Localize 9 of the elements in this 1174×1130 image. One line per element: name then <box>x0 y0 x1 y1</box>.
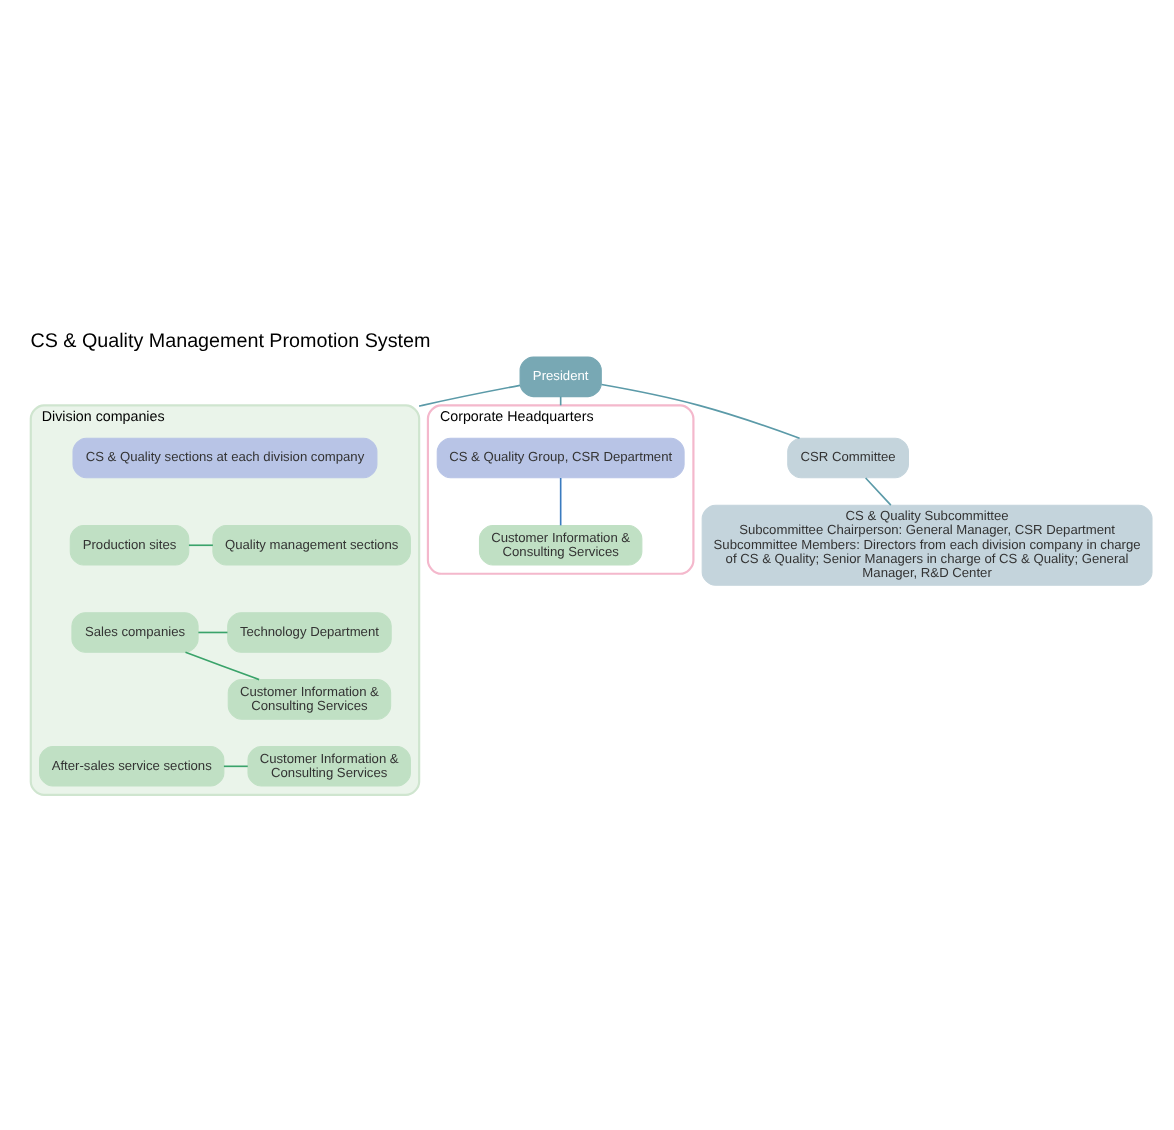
connector <box>600 383 801 440</box>
diagram-title: CS & Quality Management Promotion System <box>30 330 431 353</box>
connector <box>559 477 562 527</box>
connector <box>223 765 249 768</box>
connector <box>184 651 260 681</box>
connector <box>864 477 892 506</box>
connector <box>197 631 229 634</box>
connector <box>188 544 214 547</box>
connector <box>418 384 521 407</box>
